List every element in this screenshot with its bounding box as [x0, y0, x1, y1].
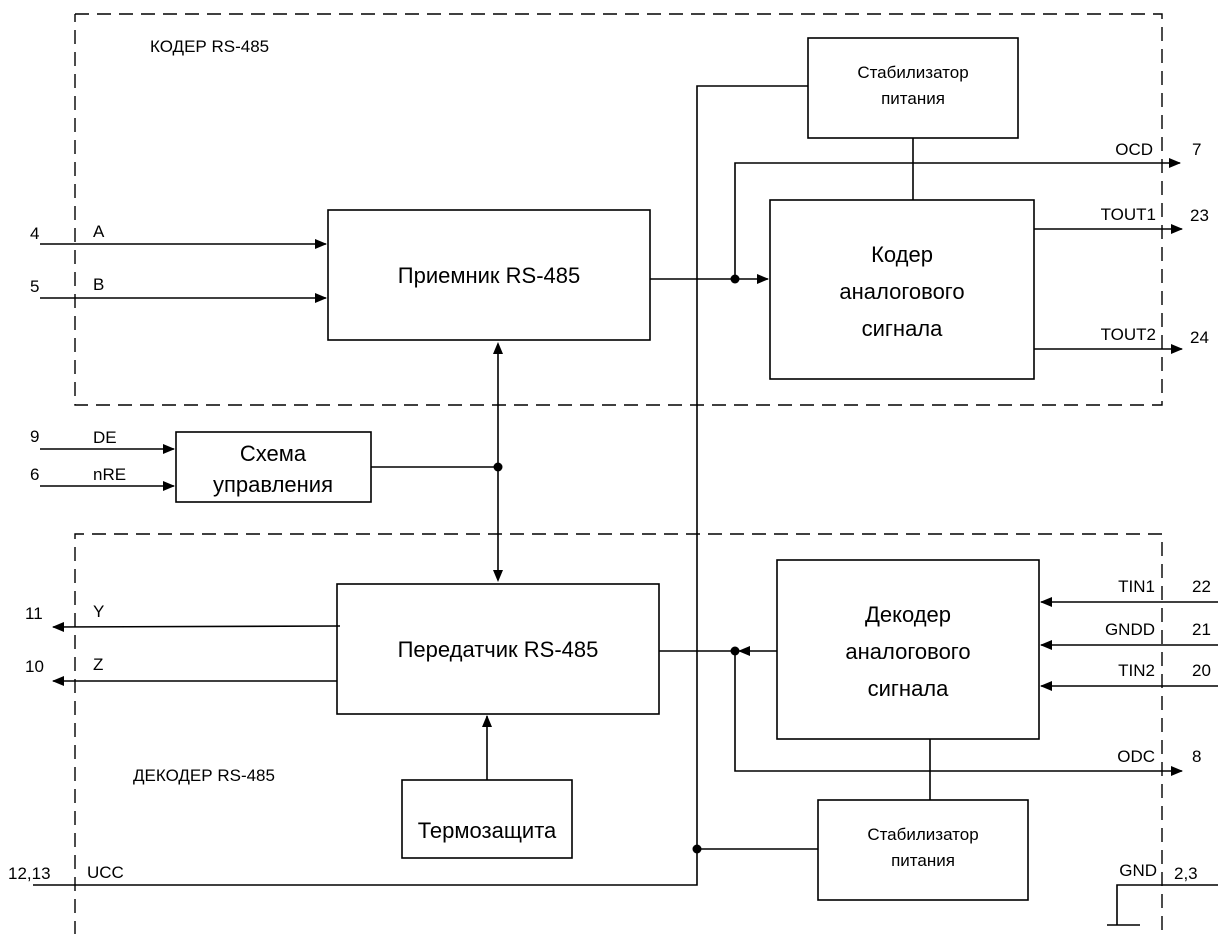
- signal-label-odc: ODC: [1117, 747, 1155, 766]
- svg-text:аналогового: аналогового: [845, 639, 970, 664]
- svg-text:Приемник RS-485: Приемник RS-485: [398, 263, 580, 288]
- svg-text:питания: питания: [881, 89, 945, 108]
- signal-label-tout1: TOUT1: [1101, 205, 1156, 224]
- receiver-block: Приемник RS-485: [327, 209, 651, 341]
- control-circuit-block: Схема управления: [175, 431, 372, 503]
- decoder-group-frame: [74, 533, 1163, 934]
- svg-text:Стабилизатор: Стабилизатор: [857, 63, 968, 82]
- analog-coder-block: Кодер аналогового сигнала: [769, 199, 1035, 380]
- signal-label-de: DE: [93, 428, 117, 447]
- svg-text:сигнала: сигнала: [868, 676, 950, 701]
- coder-group-frame: [74, 13, 1163, 406]
- signal-label-y: Y: [93, 602, 104, 621]
- svg-text:Стабилизатор: Стабилизатор: [867, 825, 978, 844]
- signal-label-nre: nRE: [93, 465, 126, 484]
- svg-text:питания: питания: [891, 851, 955, 870]
- pin-number-tout1: 23: [1190, 206, 1209, 225]
- power-stabilizer-bottom: Стабилизатор питания: [817, 799, 1029, 901]
- pin-number-tin1: 22: [1192, 577, 1211, 596]
- pin-number-y: 11: [25, 604, 43, 623]
- ground-symbol: [1107, 884, 1218, 926]
- svg-text:управления: управления: [213, 472, 333, 497]
- svg-text:Декодер: Декодер: [865, 602, 951, 627]
- decoder-group-label: ДЕКОДЕР RS-485: [133, 766, 275, 785]
- pin-number-tout2: 24: [1190, 328, 1209, 347]
- pin-number-odc: 8: [1192, 747, 1201, 766]
- analog-decoder-block: Декодер аналогового сигнала: [776, 559, 1040, 740]
- signal-label-gnd: GND: [1119, 861, 1157, 880]
- transmitter-block: Передатчик RS-485: [336, 583, 660, 715]
- coder-group-label: КОДЕР RS-485: [150, 37, 269, 56]
- pin-number-gnd: 2,3: [1174, 864, 1198, 883]
- svg-text:Схема: Схема: [240, 441, 307, 466]
- output-line-y: [52, 621, 341, 632]
- signal-label-ocd: OCD: [1115, 140, 1153, 159]
- decoder-to-transmitter-line: [659, 646, 1160, 772]
- pin-number-gndd: 21: [1192, 620, 1211, 639]
- signal-label-tout2: TOUT2: [1101, 325, 1156, 344]
- signal-label-ucc: UCC: [87, 863, 124, 882]
- pin-number-nre: 6: [30, 465, 39, 484]
- signal-label-z: Z: [93, 655, 103, 674]
- signal-label-tin2: TIN2: [1118, 661, 1155, 680]
- pin-number-b: 5: [30, 277, 39, 296]
- svg-text:Кодер: Кодер: [871, 242, 933, 267]
- receiver-to-coder-line: [650, 162, 1160, 284]
- svg-text:аналогового: аналогового: [839, 279, 964, 304]
- pin-number-tin2: 20: [1192, 661, 1211, 680]
- pin-number-a: 4: [30, 224, 39, 243]
- signal-label-tin1: TIN1: [1118, 577, 1155, 596]
- signal-label-gndd: GNDD: [1105, 620, 1155, 639]
- pin-number-ucc: 12,13: [8, 864, 51, 883]
- pin-number-ocd: 7: [1192, 140, 1201, 159]
- thermal-protection-block: Термозащита: [401, 779, 573, 859]
- power-bus: [33, 85, 931, 886]
- pin-number-z: 10: [25, 657, 44, 676]
- pin-number-de: 9: [30, 427, 39, 446]
- svg-text:Передатчик RS-485: Передатчик RS-485: [398, 637, 599, 662]
- control-bus: [371, 342, 503, 582]
- signal-label-a: A: [93, 222, 105, 241]
- svg-text:Термозащита: Термозащита: [418, 818, 557, 843]
- signal-label-b: B: [93, 275, 104, 294]
- power-stabilizer-top: Стабилизатор питания: [807, 37, 1019, 139]
- svg-text:сигнала: сигнала: [862, 316, 944, 341]
